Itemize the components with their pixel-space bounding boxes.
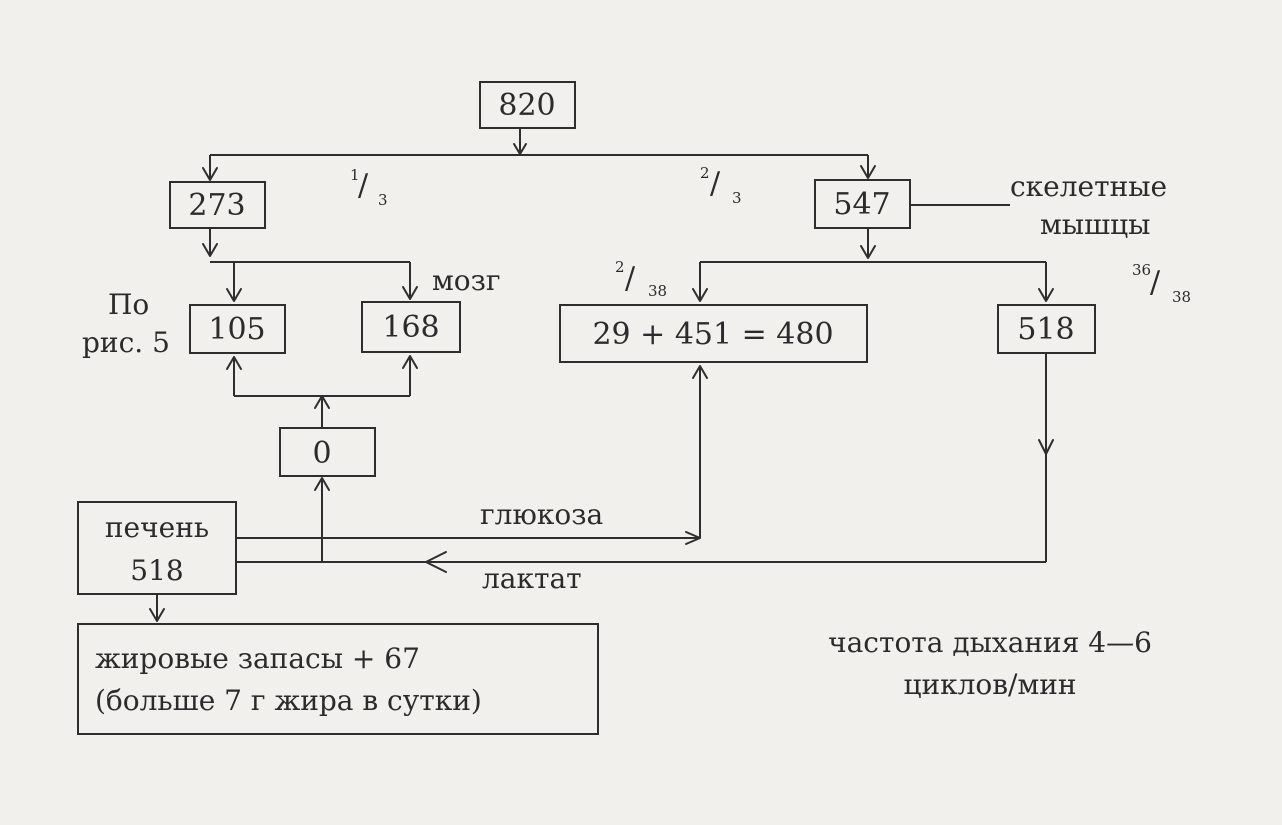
fraction-one-third-num: 1 bbox=[350, 166, 360, 184]
reference-label-line2: рис. 5 bbox=[82, 326, 170, 359]
fraction-slash: / bbox=[625, 261, 636, 296]
skeletal-muscles-label-line2: мышцы bbox=[1040, 208, 1150, 241]
liver-value: 518 bbox=[130, 554, 183, 587]
value-168: 168 bbox=[382, 310, 439, 345]
value-glucose-sum: 29 + 451 = 480 bbox=[592, 317, 833, 352]
box-820: 820 bbox=[479, 81, 576, 129]
fraction-slash: / bbox=[1150, 265, 1161, 300]
box-zero: 0 bbox=[279, 427, 376, 477]
skeletal-muscles-label-line1: скелетные bbox=[1010, 170, 1167, 203]
arrowhead-glucose-up bbox=[692, 365, 708, 379]
fraction-two-38-num: 2 bbox=[615, 258, 625, 276]
arrowhead-273-stem bbox=[202, 243, 218, 257]
fraction-two-thirds-num: 2 bbox=[700, 164, 710, 182]
box-168: 168 bbox=[361, 301, 461, 353]
arrowhead-to-273 bbox=[202, 167, 218, 181]
arrowhead-518-down bbox=[1038, 439, 1054, 455]
arrowhead-to-105 bbox=[226, 288, 242, 302]
box-547: 547 bbox=[814, 179, 911, 229]
box-fat-stores: жировые запасы + 67 (больше 7 г жира в с… bbox=[77, 623, 599, 735]
value-547: 547 bbox=[833, 187, 890, 222]
arrowhead-liver-to-fat bbox=[149, 608, 165, 622]
arrowhead-up-105 bbox=[226, 356, 242, 370]
arrowhead-to-glucose-sum bbox=[692, 288, 708, 302]
fat-stores-line2: (больше 7 г жира в сутки) bbox=[95, 684, 482, 717]
breath-rate-line1: частота дыхания 4—6 bbox=[828, 626, 1152, 659]
glucose-label: глюкоза bbox=[480, 498, 603, 531]
box-glucose-sum: 29 + 451 = 480 bbox=[559, 304, 868, 363]
box-518: 518 bbox=[997, 304, 1096, 354]
fraction-slash: / bbox=[710, 166, 721, 201]
value-820: 820 bbox=[498, 88, 555, 123]
box-273: 273 bbox=[169, 181, 266, 229]
liver-label: печень bbox=[105, 511, 209, 544]
box-liver: печень 518 bbox=[77, 501, 237, 595]
breath-rate-line2: циклов/мин bbox=[903, 668, 1076, 701]
fraction-two-38: 2 / 38 bbox=[615, 258, 667, 300]
fraction-thirtysix-38-num: 36 bbox=[1132, 261, 1151, 279]
arrowhead-to-547 bbox=[860, 165, 876, 179]
fraction-one-third: 1 / 3 bbox=[350, 166, 388, 209]
arrowhead-up-168 bbox=[402, 355, 418, 369]
arrowhead-to-168 bbox=[402, 286, 418, 300]
lactate-label: лактат bbox=[482, 562, 582, 595]
arrowhead-liver-to-zero bbox=[314, 477, 330, 491]
box-105: 105 bbox=[189, 304, 286, 354]
arrowhead-547-stem bbox=[860, 245, 876, 259]
brain-label: мозг bbox=[432, 264, 501, 297]
value-518: 518 bbox=[1017, 312, 1074, 347]
value-105: 105 bbox=[208, 312, 265, 347]
value-273: 273 bbox=[188, 188, 245, 223]
arrowhead-lactate bbox=[425, 551, 447, 573]
fraction-two-thirds-den: 3 bbox=[732, 189, 742, 207]
fraction-two-38-den: 38 bbox=[648, 282, 667, 300]
fraction-slash: / bbox=[358, 168, 369, 203]
fraction-thirtysix-38-den: 38 bbox=[1172, 288, 1191, 306]
fraction-thirtysix-38: 36 / 38 bbox=[1132, 261, 1191, 306]
value-zero: 0 bbox=[312, 436, 331, 471]
reference-label-line1: По bbox=[108, 288, 149, 321]
fraction-one-third-den: 3 bbox=[378, 191, 388, 209]
fraction-two-thirds: 2 / 3 bbox=[700, 164, 742, 207]
fat-stores-line1: жировые запасы + 67 bbox=[95, 642, 420, 675]
arrowhead-to-518 bbox=[1038, 288, 1054, 302]
